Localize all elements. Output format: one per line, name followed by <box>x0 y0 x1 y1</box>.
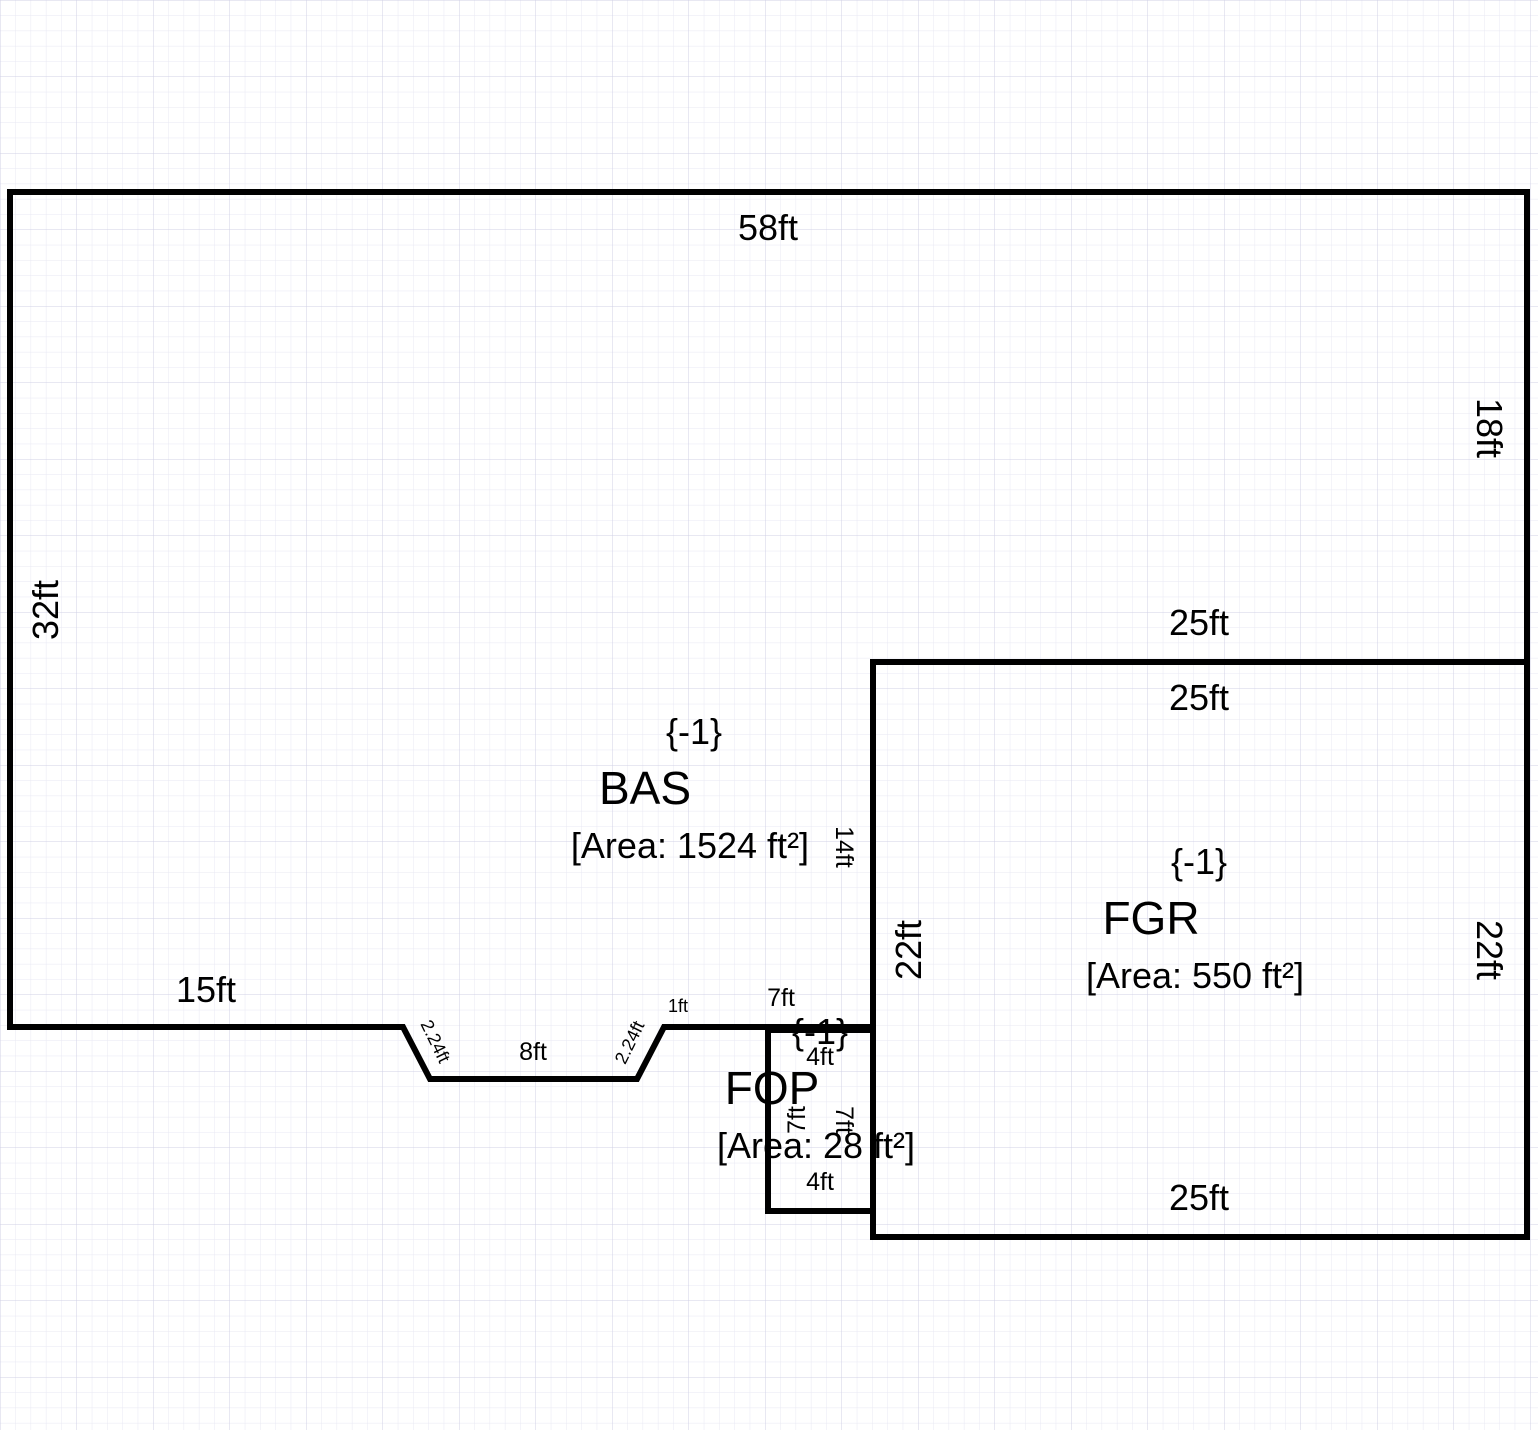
dim-fgr-left: 22ft <box>888 920 929 980</box>
dim-bas-right: 18ft <box>1469 398 1510 458</box>
dim-bas-small: 1ft <box>668 996 688 1016</box>
dim-bas-top: 58ft <box>738 207 798 248</box>
fgr-factor: {-1} <box>1171 841 1227 882</box>
fgr-code: FGR <box>1102 892 1199 944</box>
fop-code: FOP <box>725 1062 820 1114</box>
dim-fgr-bottom: 25ft <box>1169 1177 1229 1218</box>
dim-bas-left: 32ft <box>25 580 66 640</box>
dim-fgr-top: 25ft <box>1169 677 1229 718</box>
dim-bas-notch: 8ft <box>519 1038 547 1066</box>
bas-code: BAS <box>599 762 691 814</box>
fop-area-label: [Area: 28 ft²] <box>717 1125 915 1166</box>
dim-fop-bottom: 4ft <box>806 1168 834 1196</box>
dim-bas-bottom-left: 15ft <box>176 969 236 1010</box>
bas-area-label: [Area: 1524 ft²] <box>571 825 809 866</box>
dim-fgr-right: 22ft <box>1469 920 1510 980</box>
dim-fop-top: 4ft <box>806 1043 834 1071</box>
bas-factor: {-1} <box>666 711 722 752</box>
fop-factor: {-1} <box>792 1011 848 1052</box>
dim-bas-inner-vertical: 14ft <box>830 826 858 868</box>
dim-fop-left: 7ft <box>783 1106 811 1134</box>
bas-outline <box>7 189 1530 1082</box>
dim-bas-bottom-mid: 7ft <box>767 984 795 1012</box>
fop-outline <box>765 1027 876 1214</box>
fgr-area-label: [Area: 550 ft²] <box>1086 955 1304 996</box>
dim-fop-right: 7ft <box>830 1106 858 1134</box>
dim-bas-over-garage: 25ft <box>1169 602 1229 643</box>
